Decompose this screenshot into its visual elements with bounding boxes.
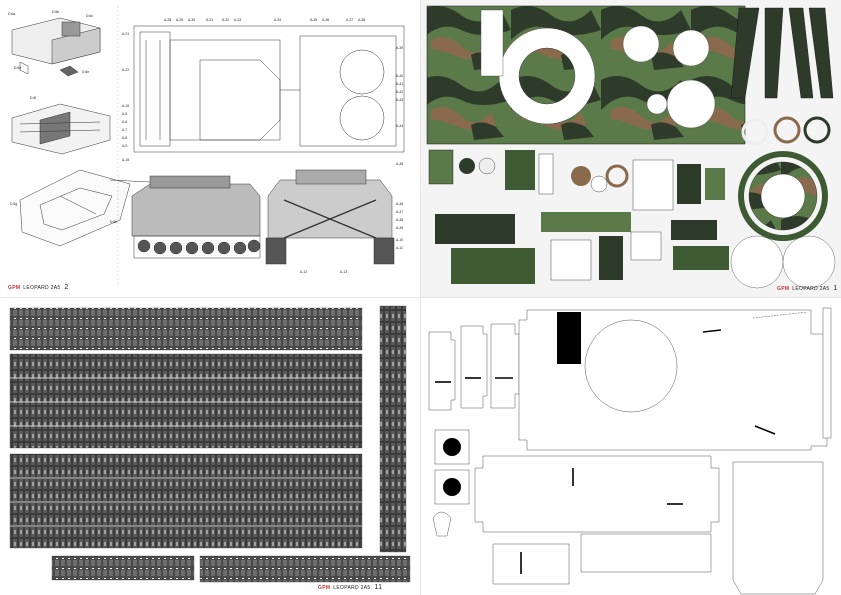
tank-side-view: [109, 175, 261, 259]
part-label: A-43: [396, 98, 404, 102]
instruction-drawings: [11, 6, 405, 284]
part-label: D.6e: [82, 70, 90, 74]
track-band-upper: [9, 353, 363, 449]
exploded-assembly-bottom: [19, 169, 131, 247]
brand-label: GPM: [8, 285, 21, 291]
panel-part: [460, 325, 488, 409]
part-label: A-32: [222, 18, 230, 22]
part-label: D.6g: [10, 202, 18, 206]
track-strip-small-left: [51, 555, 195, 581]
part-label: A-6: [122, 120, 128, 124]
camo-parts-drawing: [426, 5, 836, 289]
part-label: A-28: [164, 18, 172, 22]
part-label: D.6h: [110, 220, 118, 224]
part-label: A-22: [122, 68, 130, 72]
part-label: A-33: [234, 18, 242, 22]
part-label: D.6f: [30, 96, 37, 100]
hull-top-part: [518, 309, 828, 451]
part-label: A-7: [122, 128, 128, 132]
sheet-footer: [801, 584, 805, 591]
white-parts-sheet: [421, 298, 841, 595]
part-label: A-39: [396, 46, 404, 50]
part-label: A-42: [396, 90, 404, 94]
side-part: [492, 543, 570, 585]
part-label: A-47: [396, 210, 404, 214]
side-skirt-strips: [730, 7, 834, 99]
panel-part: [490, 323, 520, 409]
track-strip-small-right: [199, 555, 411, 583]
part-label: A-45: [396, 162, 404, 166]
brand-label: GPM: [318, 585, 331, 591]
instruction-sheet: D.6a D.6b D.6c D.6d D.6e D.6f D.6g D.6h …: [0, 0, 420, 297]
tank-top-view: [133, 25, 405, 153]
hull-bottom-part: [474, 455, 720, 533]
part-label: A-16: [122, 104, 130, 108]
rear-plate-part: [732, 461, 824, 595]
part-label: A-31: [206, 18, 214, 22]
black-block: [557, 312, 581, 364]
side-part: [580, 533, 712, 573]
part-label: A-30: [188, 18, 196, 22]
part-label: D.6a: [8, 12, 16, 16]
part-label: A-12: [300, 270, 308, 274]
page-number: 11: [374, 584, 383, 591]
page-number: 2: [64, 284, 69, 291]
part-label: A-11: [396, 246, 403, 250]
brand-label: GPM: [777, 286, 790, 292]
part-label: A-40: [396, 74, 404, 78]
part-label: A-13: [340, 270, 348, 274]
part-label: A-34: [274, 18, 282, 22]
small-camo-parts: [428, 149, 729, 284]
part-label: A-29: [176, 18, 184, 22]
strip-part: [822, 307, 832, 439]
part-label: A-15: [122, 158, 130, 162]
track-band-light: [9, 307, 363, 351]
sheet-divider-horizontal: [0, 297, 841, 298]
exploded-assembly-middle: [11, 103, 111, 155]
part-label: A-36: [322, 18, 330, 22]
part-label: A-49: [396, 226, 404, 230]
model-title: LEOPARD 2A5: [792, 286, 830, 292]
white-parts-drawing: [428, 307, 832, 595]
part-label: A-48: [396, 218, 404, 222]
part-label: A-35: [310, 18, 318, 22]
page-number: 1: [833, 285, 838, 292]
part-label: D.6c: [86, 14, 93, 18]
track-strips-drawing: [9, 305, 411, 583]
part-label: A-21: [122, 32, 130, 36]
part-label: A-41: [396, 82, 404, 86]
model-title: LEOPARD 2A5: [23, 285, 61, 291]
part-label: D.6b: [52, 10, 60, 14]
track-band-lower: [9, 453, 363, 549]
panel-part: [428, 331, 456, 411]
track-strip-vertical: [379, 305, 407, 553]
exploded-assembly-top: [11, 17, 101, 77]
part-label: A-37: [346, 18, 354, 22]
ring-parts: [741, 116, 831, 146]
part-label: A-5: [122, 112, 128, 116]
model-title: LEOPARD 2A5: [333, 585, 371, 591]
part-label: A-46: [396, 202, 404, 206]
part-label: A-38: [358, 18, 366, 22]
part-label: D.6d: [14, 66, 22, 70]
part-label: A-44: [396, 124, 404, 128]
part-label: A-9: [122, 144, 128, 148]
tank-rear-view: [265, 169, 395, 265]
part-label: A-8: [122, 136, 128, 140]
part-label: A-10: [396, 238, 404, 242]
